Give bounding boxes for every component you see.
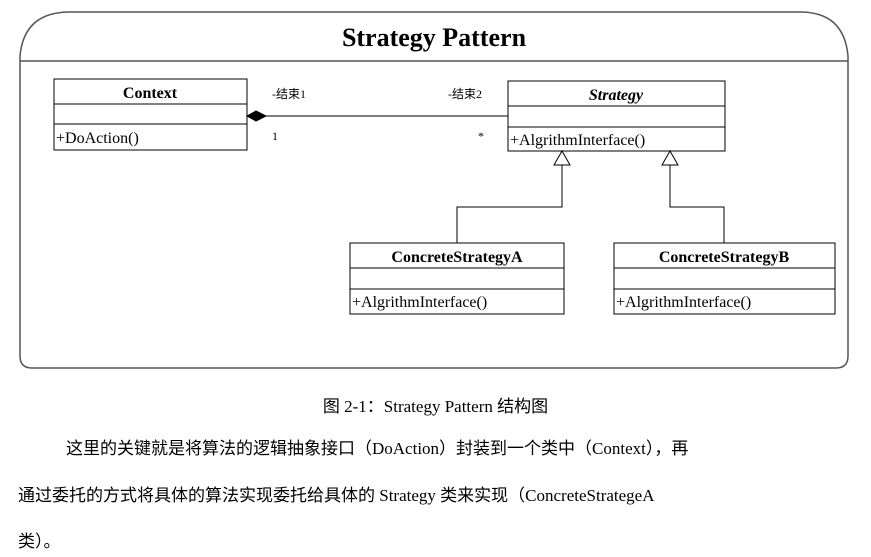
class-context: Context +DoAction(): [53, 78, 248, 151]
class-concrete-a-name: ConcreteStrategyA: [391, 249, 523, 266]
class-concrete-strategy-b: ConcreteStrategyB +AlgrithmInterface(): [613, 242, 836, 315]
class-context-method: +DoAction(): [56, 130, 139, 147]
paragraph-line-1: 这里的关键就是将算法的逻辑抽象接口（DoAction）封装到一个类中（Conte…: [66, 439, 689, 458]
association-end2-multiplicity: *: [478, 129, 484, 143]
inheritance-arrowhead-a: [553, 149, 571, 166]
association-end1-multiplicity: 1: [272, 129, 278, 143]
class-concrete-strategy-a: ConcreteStrategyA +AlgrithmInterface(): [349, 242, 565, 315]
class-strategy: Strategy +AlgrithmInterface(): [507, 80, 726, 152]
diagram-frame: [19, 11, 849, 369]
diagram-title: Strategy Pattern: [342, 23, 527, 52]
class-concrete-b-method: +AlgrithmInterface(): [616, 294, 751, 311]
figure-caption: 图 2-1：Strategy Pattern 结构图: [322, 397, 549, 416]
generalization-a: [456, 149, 571, 243]
class-strategy-method: +AlgrithmInterface(): [510, 132, 645, 149]
paragraph-line-2: 通过委托的方式将具体的算法实现委托给具体的 Strategy 类来实现（Conc…: [18, 486, 655, 505]
class-concrete-a-method: +AlgrithmInterface(): [352, 294, 487, 311]
association-end1-role: -结束1: [272, 87, 306, 101]
inheritance-arrowhead-b: [661, 149, 679, 166]
class-strategy-name: Strategy: [589, 87, 644, 104]
class-context-name: Context: [123, 85, 178, 102]
class-concrete-b-name: ConcreteStrategyB: [659, 249, 790, 266]
paragraph-line-3: 类）。: [18, 532, 61, 551]
aggregation-association: -结束1 -结束2 1 *: [245, 87, 508, 143]
aggregation-diamond: [245, 110, 268, 122]
association-end2-role: -结束2: [448, 87, 482, 101]
strategy-pattern-diagram: Strategy Pattern Context +DoAction() Str…: [19, 11, 849, 369]
generalization-b: [661, 149, 725, 243]
